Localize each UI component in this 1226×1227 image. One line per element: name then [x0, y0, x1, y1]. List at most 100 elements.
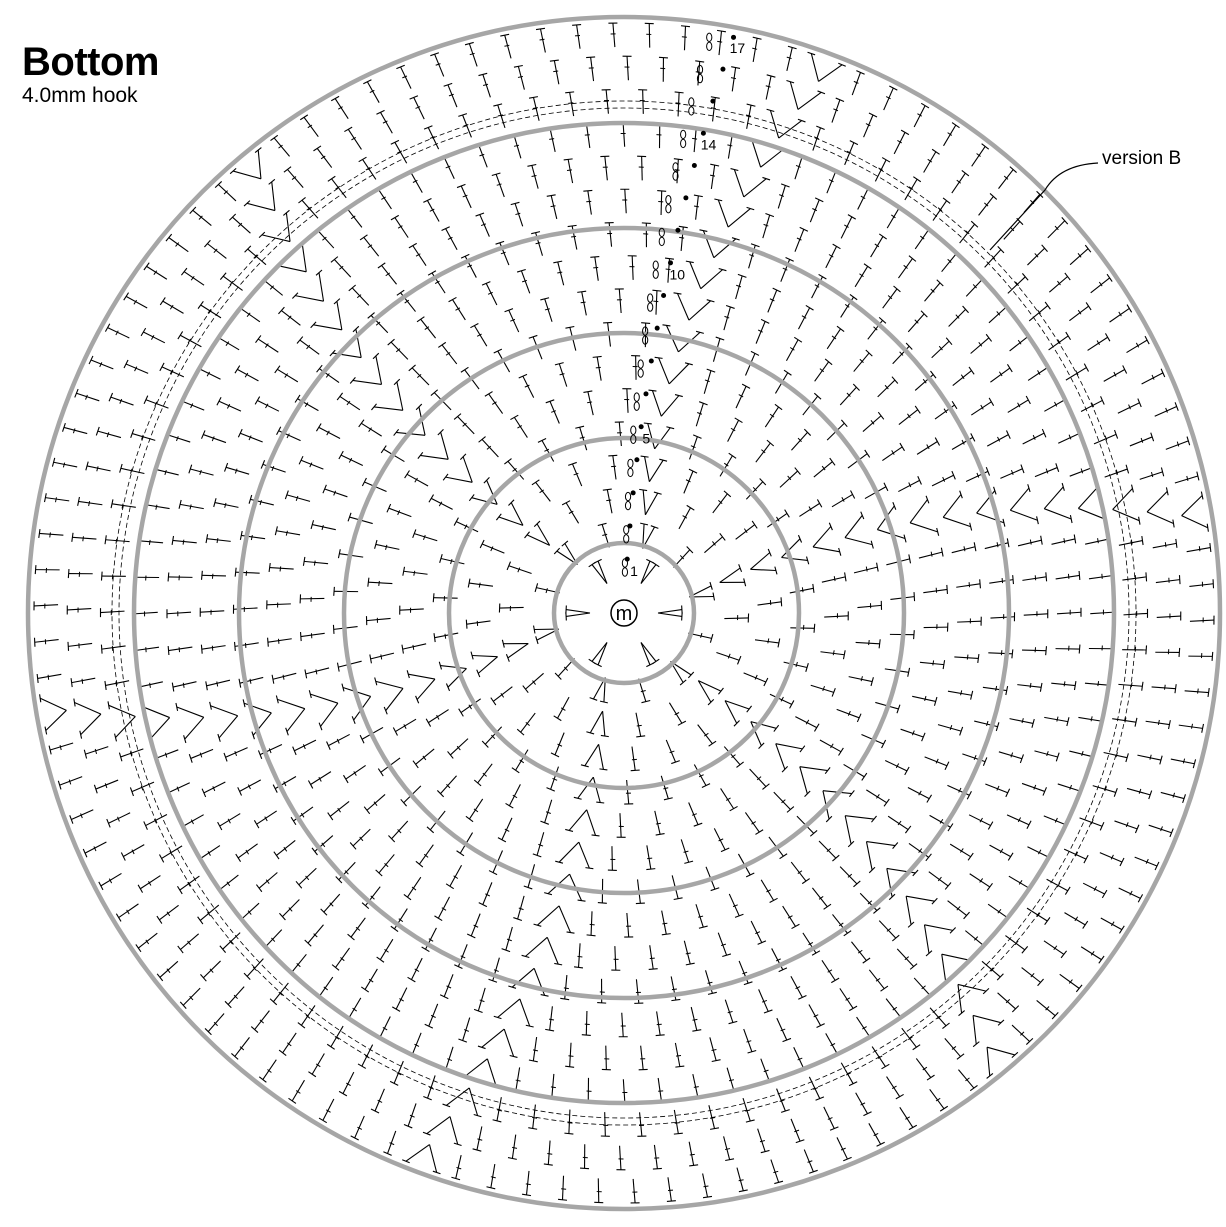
stitch: [245, 246, 266, 265]
stitch: [587, 911, 596, 935]
stitch: [396, 65, 411, 88]
stitch: [689, 803, 703, 827]
stitch: [1064, 849, 1088, 863]
stitch: [945, 1038, 964, 1059]
stitch: [305, 925, 324, 946]
stitch: [875, 158, 890, 182]
increase-stitch: [750, 549, 777, 574]
stitch: [637, 156, 646, 180]
stitch: [655, 811, 665, 835]
stitch: [392, 988, 407, 1012]
stitch: [229, 214, 250, 233]
stitch: [1024, 609, 1048, 618]
slip-stitch: [649, 358, 654, 363]
stitch: [255, 397, 279, 412]
stitch: [430, 53, 443, 77]
stitch: [533, 832, 544, 857]
stitch: [631, 747, 640, 771]
stitch: [795, 227, 808, 251]
stitch: [502, 927, 513, 952]
stitch: [157, 905, 179, 923]
increase-stitch: [566, 606, 590, 621]
stitch: [584, 1078, 593, 1102]
stitch: [689, 1142, 698, 1166]
stitch: [759, 989, 773, 1013]
stitch: [402, 644, 426, 654]
stitch: [305, 668, 329, 678]
stitch: [774, 792, 794, 812]
stitch: [1166, 437, 1190, 450]
stitch: [985, 784, 1009, 797]
stitch: [343, 765, 365, 782]
stitch: [869, 1123, 885, 1146]
increase-stitch: [478, 1029, 518, 1057]
stitch: [724, 613, 748, 622]
slip-stitch: [675, 228, 680, 233]
stitch: [201, 645, 225, 654]
stitch: [202, 430, 226, 442]
stitch: [274, 840, 295, 859]
stitch: [932, 471, 955, 486]
stitch: [616, 1146, 625, 1170]
stitch: [308, 1053, 324, 1076]
stitch: [684, 941, 694, 965]
stitch: [667, 1177, 676, 1201]
increase-stitch: [641, 559, 659, 583]
stitch: [786, 337, 801, 360]
chain-stitch: [638, 360, 643, 368]
stitch: [58, 777, 82, 790]
increase-stitch: [887, 868, 918, 899]
slip-stitch: [668, 260, 673, 265]
stitch: [1007, 815, 1031, 829]
stitch: [659, 57, 668, 81]
stitch: [167, 609, 191, 618]
stitch: [841, 215, 856, 239]
stitch: [434, 633, 458, 642]
stitch: [971, 398, 993, 415]
increase-stitch: [276, 695, 304, 735]
increase-stitch: [655, 357, 693, 384]
stitch: [468, 579, 493, 588]
stitch: [1157, 612, 1181, 621]
stitch: [391, 215, 408, 237]
increase-stitch: [210, 702, 238, 742]
stitch: [1091, 274, 1112, 293]
increase-stitch: [74, 699, 101, 739]
chain-stitch: [666, 195, 671, 203]
stitch: [882, 443, 904, 460]
stitch: [602, 1046, 611, 1070]
slip-stitch: [731, 35, 736, 40]
stitch: [476, 213, 490, 237]
stitch: [417, 317, 436, 338]
stitch: [244, 959, 263, 980]
stitch: [215, 181, 236, 200]
stitch: [259, 1060, 276, 1083]
stitch: [368, 578, 393, 587]
stitch: [1080, 818, 1104, 831]
stitch: [1100, 853, 1124, 866]
stitch: [710, 1037, 721, 1061]
increase-stitch: [311, 299, 342, 330]
stitch: [410, 96, 425, 119]
stitch: [866, 790, 889, 806]
stitch: [863, 412, 884, 431]
stitch: [827, 326, 844, 349]
stitch: [332, 948, 349, 970]
stitch: [666, 740, 680, 764]
stitch: [546, 400, 560, 424]
increase-stitch: [866, 842, 897, 873]
increase-stitch: [244, 179, 275, 210]
stitch: [679, 505, 694, 528]
chain-stitch: [648, 294, 653, 302]
stitch: [267, 600, 291, 609]
stitch: [1034, 751, 1059, 761]
stitch: [220, 933, 240, 953]
stitch: [478, 73, 490, 97]
stitch: [339, 451, 363, 465]
stitch: [409, 243, 426, 265]
stitch: [871, 234, 887, 257]
stitch: [376, 110, 392, 133]
stitch: [1083, 883, 1107, 898]
stitch: [528, 1105, 537, 1130]
